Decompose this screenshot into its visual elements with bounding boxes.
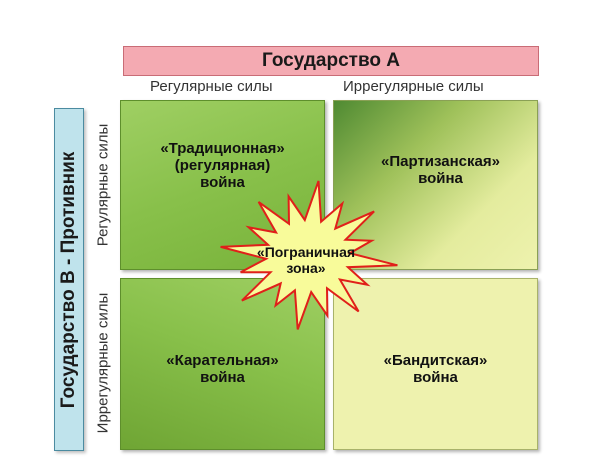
cell-bandit-war: «Бандитская»война	[333, 278, 538, 450]
state-a-header: Государство А	[123, 46, 539, 76]
cell-bandit-war-text: «Бандитская»война	[383, 352, 488, 386]
cell-punitive-war-text: «Карательная»война	[166, 352, 279, 386]
column-label-regular: Регулярные силы	[150, 78, 273, 95]
state-b-side-label: Государство В - Противник	[54, 108, 84, 451]
border-zone-star-shape	[220, 180, 398, 330]
cell-punitive-war: «Карательная»война	[120, 278, 325, 450]
column-label-irregular: Иррегулярные силы	[343, 78, 484, 95]
cell-traditional-war-text: «Традиционная»(регулярная)война	[160, 139, 285, 191]
cell-guerrilla-war-text: «Партизанская»война	[381, 153, 500, 187]
